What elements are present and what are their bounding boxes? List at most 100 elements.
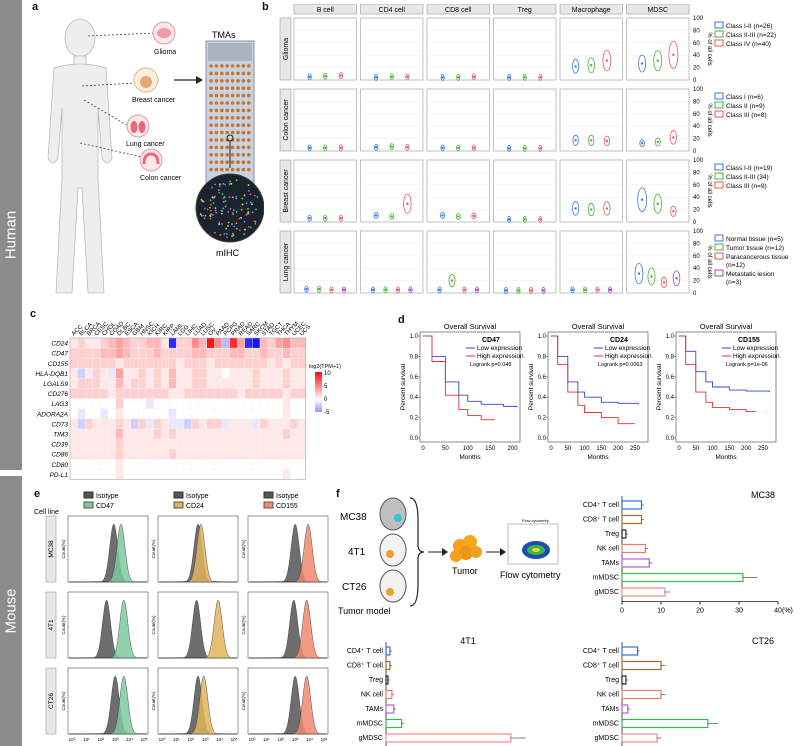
violin-median: [450, 279, 454, 282]
violin-mark: [572, 201, 580, 216]
heatmap-cell: [153, 368, 162, 379]
heatmap-cell: [100, 469, 109, 480]
violin-median: [339, 74, 343, 77]
heatmap-cell: [176, 408, 185, 419]
heatmap-cell: [92, 358, 101, 369]
violin-median: [507, 218, 511, 221]
violin-mark: [602, 49, 612, 72]
heatmap-cell: [267, 388, 276, 399]
heatmap-cell: [107, 337, 116, 349]
heatmap-cell: [267, 347, 276, 359]
heatmap-cell: [275, 347, 283, 359]
heatmap-cell: [107, 448, 116, 460]
flow-cytometry-label: Flow cytometry: [500, 570, 561, 580]
violin-median: [656, 59, 659, 62]
violin-median: [675, 277, 678, 280]
svg-text:Flow cytometry: Flow cytometry: [522, 518, 549, 523]
y-tick: 100: [693, 87, 704, 93]
row-label: Breast cancer: [283, 169, 290, 213]
heatmap-cell: [168, 448, 177, 460]
heatmap-cell: [77, 358, 86, 369]
heatmap-cell: [145, 388, 154, 399]
y-tick: 20: [693, 208, 700, 214]
heatmap-cell: [237, 398, 245, 409]
violin-median: [324, 75, 327, 78]
heatmap-cell: [168, 418, 177, 430]
bar: [621, 704, 629, 714]
heatmap-cell: [123, 388, 131, 399]
heatmap-cell: [85, 448, 93, 460]
heatmap-cell: [176, 418, 185, 430]
heatmap-cell: [138, 368, 147, 379]
heatmap-cell: [183, 388, 192, 399]
y-tick: 0.0: [538, 436, 547, 442]
gene-name: CD24: [610, 337, 628, 344]
x-tick: 250: [630, 446, 641, 452]
violin-mark: [389, 143, 394, 151]
heatmap-cell: [297, 459, 306, 470]
heatmap-cell: [123, 438, 131, 450]
heatmap-cell: [183, 378, 192, 389]
violin-median: [472, 75, 476, 79]
x-tick: 10³: [292, 737, 299, 742]
heatmap-cell: [214, 459, 223, 470]
bar: [621, 660, 662, 671]
heatmap-cell: [77, 428, 86, 440]
bar-category-label: Treg: [369, 677, 383, 684]
heatmap-cell: [214, 469, 223, 480]
heatmap-cell: [77, 337, 86, 349]
heatmap-cell: [138, 347, 147, 359]
heatmap-cell: [297, 368, 306, 379]
heatmap-cell: [275, 398, 283, 409]
gene-label: CD155: [48, 361, 69, 368]
violin-mark: [405, 143, 410, 151]
heatmap-cell: [183, 418, 192, 430]
heatmap-cell: [297, 418, 306, 430]
heatmap-cell: [77, 398, 86, 409]
heatmap-cell: [214, 418, 223, 430]
heatmap-cell: [115, 337, 124, 349]
violin-median: [640, 62, 644, 65]
y-tick: 40: [693, 195, 700, 201]
violin-mark: [670, 205, 677, 217]
heatmap-cell: [199, 368, 207, 379]
violin-median: [656, 202, 659, 205]
heatmap-cell: [176, 337, 185, 349]
violin-median: [640, 198, 644, 201]
heatmap-cell: [199, 448, 207, 460]
violin-mark: [307, 144, 312, 152]
heatmap-cell: [115, 347, 124, 359]
heatmap-cell: [153, 388, 162, 399]
legend-entry: Class I (n=6): [726, 94, 763, 101]
y-tick: 20: [693, 279, 700, 285]
heatmap-cell: [85, 398, 93, 409]
heatmap-cell: [138, 388, 147, 399]
heatmap-cell: [115, 368, 124, 379]
heatmap-cell: [252, 448, 261, 460]
heatmap-cell: [282, 347, 291, 359]
heatmap-cell: [282, 378, 291, 389]
heatmap-legend-tick: 10: [324, 371, 331, 377]
violin-median: [457, 215, 460, 218]
violin-median: [308, 146, 311, 150]
heatmap-cell: [244, 337, 253, 349]
x-tick: 10¹: [263, 737, 270, 742]
heatmap-cell: [161, 368, 169, 379]
violin-mark: [408, 286, 413, 294]
heatmap-cell: [267, 438, 276, 450]
mouse-side-bar: Mouse: [0, 476, 22, 746]
heatmap-cell: [130, 438, 139, 450]
legend-entry: Class IV (n=40): [726, 41, 771, 48]
heatmap-cell: [123, 459, 131, 470]
bar: [621, 646, 639, 656]
heatmap-cell: [153, 347, 162, 359]
mouse-icon-4t1: [379, 533, 407, 567]
heatmap-cell: [168, 358, 177, 369]
legend-swatch: [714, 252, 724, 260]
heatmap-cell: [168, 337, 177, 349]
bar-category-label: CD8⁺ T cell: [583, 663, 620, 670]
heatmap-cell: [69, 459, 78, 470]
heatmap-cell: [191, 408, 200, 419]
heatmap-cell: [275, 448, 283, 460]
violin-mark: [338, 214, 344, 222]
